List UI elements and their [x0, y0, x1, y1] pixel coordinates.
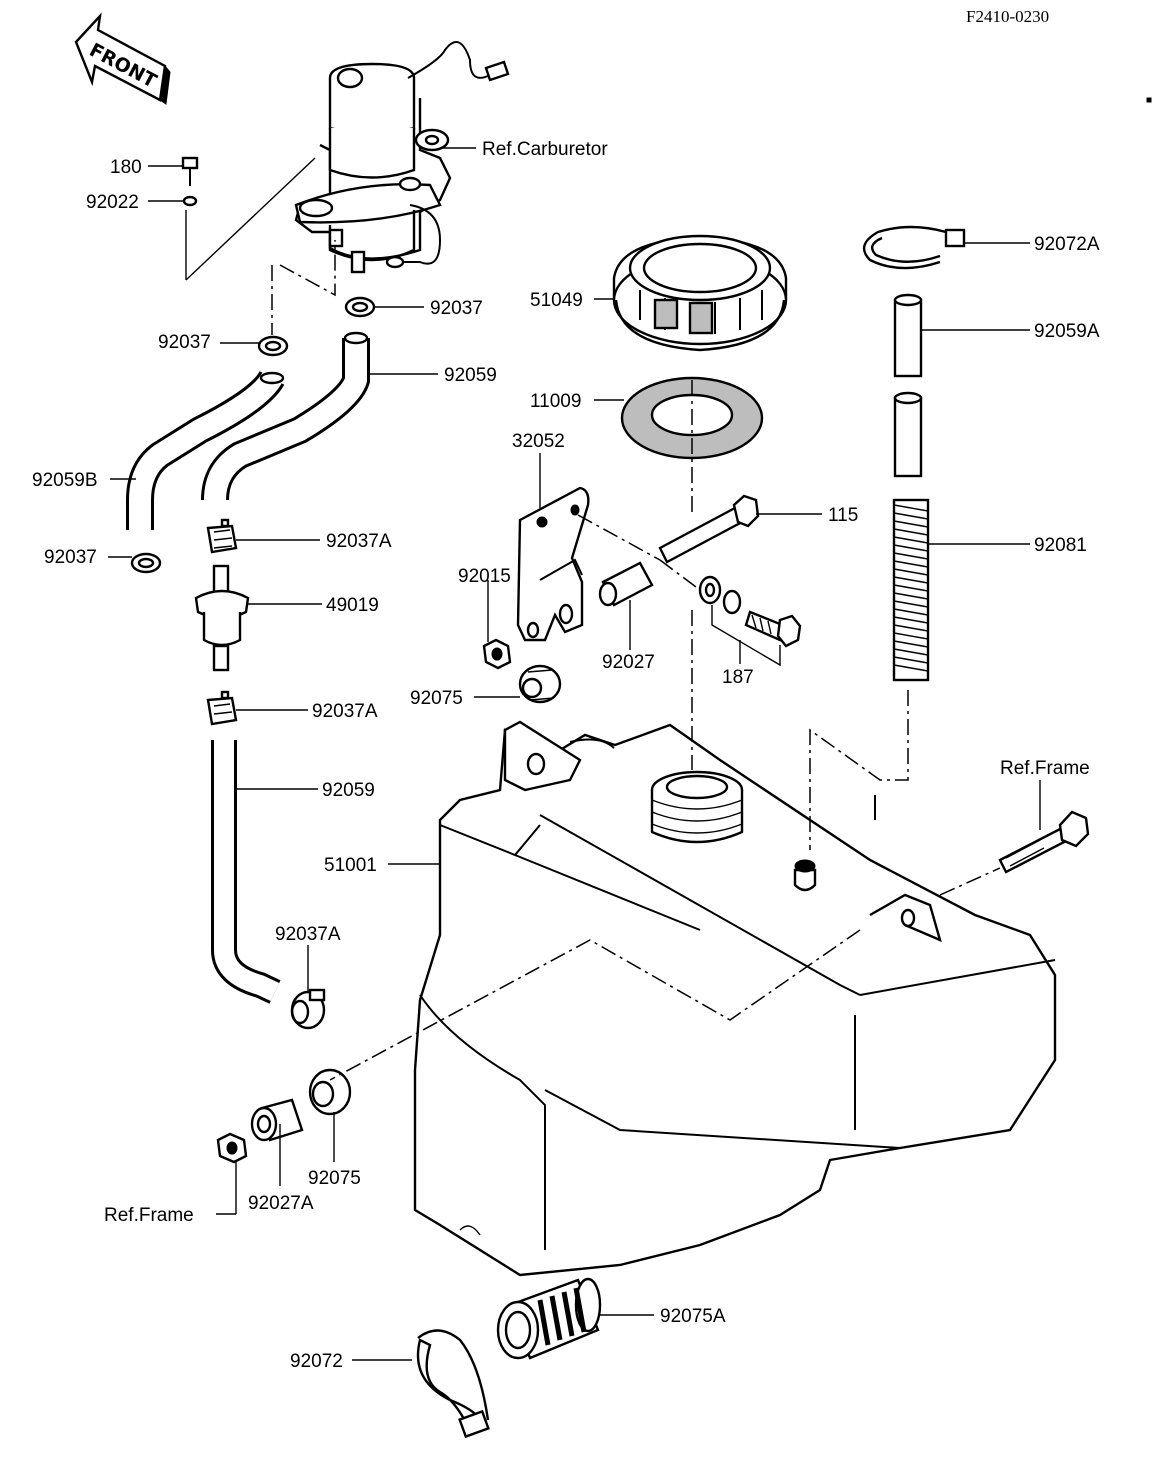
label-115: 115: [828, 505, 858, 526]
collar-92027A-icon: [250, 1098, 304, 1142]
label-92037A-2: 92037A: [312, 701, 378, 722]
cover-92075A-icon: [496, 1277, 602, 1360]
fuel-filter-49019-icon: [194, 564, 250, 672]
leader-lines: [108, 147, 1041, 1361]
frame-bolt-icon: [998, 810, 1090, 874]
grommet-92075-icon: [518, 664, 562, 704]
label-51049: 51049: [530, 290, 583, 311]
washers-187-icon: [698, 575, 742, 615]
label-92075-low: 92075: [308, 1168, 361, 1189]
label-92015: 92015: [458, 566, 511, 587]
nut-ref-frame-icon: [216, 1132, 248, 1164]
hose-clamp-92037-top-icon: [344, 296, 376, 318]
label-49019: 49019: [326, 595, 379, 616]
label-92075A: 92075A: [660, 1306, 726, 1327]
label-92037A-1: 92037A: [326, 531, 392, 552]
collar-92027-icon: [598, 561, 654, 607]
part-labels: 180 92022 Ref.Carburetor 92037 92037 920…: [32, 139, 1100, 1372]
nut-92015-icon: [482, 638, 512, 670]
bolt-180-icon: [181, 156, 199, 170]
label-92037-left: 92037: [158, 332, 211, 353]
label-92059-low: 92059: [322, 780, 375, 801]
label-92072: 92072: [290, 1351, 343, 1372]
label-92027: 92027: [602, 652, 655, 673]
label-32052: 32052: [512, 431, 565, 452]
label-ref-frame-top: Ref.Frame: [1000, 758, 1090, 779]
washer-92022-icon: [182, 195, 198, 207]
hose-clamp-92037-left-icon: [257, 335, 289, 357]
figure-reference: F2410-0230: [966, 7, 1049, 26]
label-92072A: 92072A: [1034, 234, 1100, 255]
label-92037-low: 92037: [44, 547, 97, 568]
fuel-tank-51001: [413, 720, 1057, 1277]
label-92027A: 92027A: [248, 1193, 314, 1214]
label-92059B: 92059B: [32, 470, 98, 491]
hose-clamp-92037A-1-icon: [206, 518, 238, 554]
bracket-32052-icon: [516, 486, 590, 642]
label-51001: 51001: [324, 855, 377, 876]
filler-cap-51049-icon: [612, 234, 788, 352]
hose-clamp-92037A-2-icon: [206, 690, 238, 726]
label-ref-carburetor: Ref.Carburetor: [482, 139, 608, 160]
label-ref-frame-bottom: Ref.Frame: [104, 1205, 194, 1226]
clamp-92072A-icon: [862, 225, 966, 270]
label-11009: 11009: [530, 391, 581, 412]
page-mark: [1146, 97, 1152, 103]
label-92075: 92075: [410, 688, 463, 709]
label-92022: 92022: [86, 192, 139, 213]
grommet-92075-low-icon: [308, 1068, 352, 1116]
clamp-92072-icon: [416, 1329, 490, 1439]
bolt-115-icon: [658, 494, 760, 564]
front-arrow: FRONT: [74, 12, 171, 105]
label-92059-top: 92059: [444, 365, 497, 386]
label-92037-top: 92037: [430, 298, 483, 319]
label-92081: 92081: [1034, 535, 1087, 556]
spring-92081-icon: [892, 498, 930, 682]
label-92059A: 92059A: [1034, 321, 1100, 342]
fuel-pump: [181, 41, 510, 297]
breather-hose-92059A-icon: [893, 293, 923, 478]
hose-clamp-92037-low-icon: [130, 552, 162, 574]
hose-clamp-92037A-3-icon: [290, 988, 326, 1030]
label-92037A-3: 92037A: [275, 924, 341, 945]
label-180: 180: [110, 157, 142, 178]
bolt-187-icon: [744, 610, 802, 648]
label-187: 187: [722, 667, 754, 688]
